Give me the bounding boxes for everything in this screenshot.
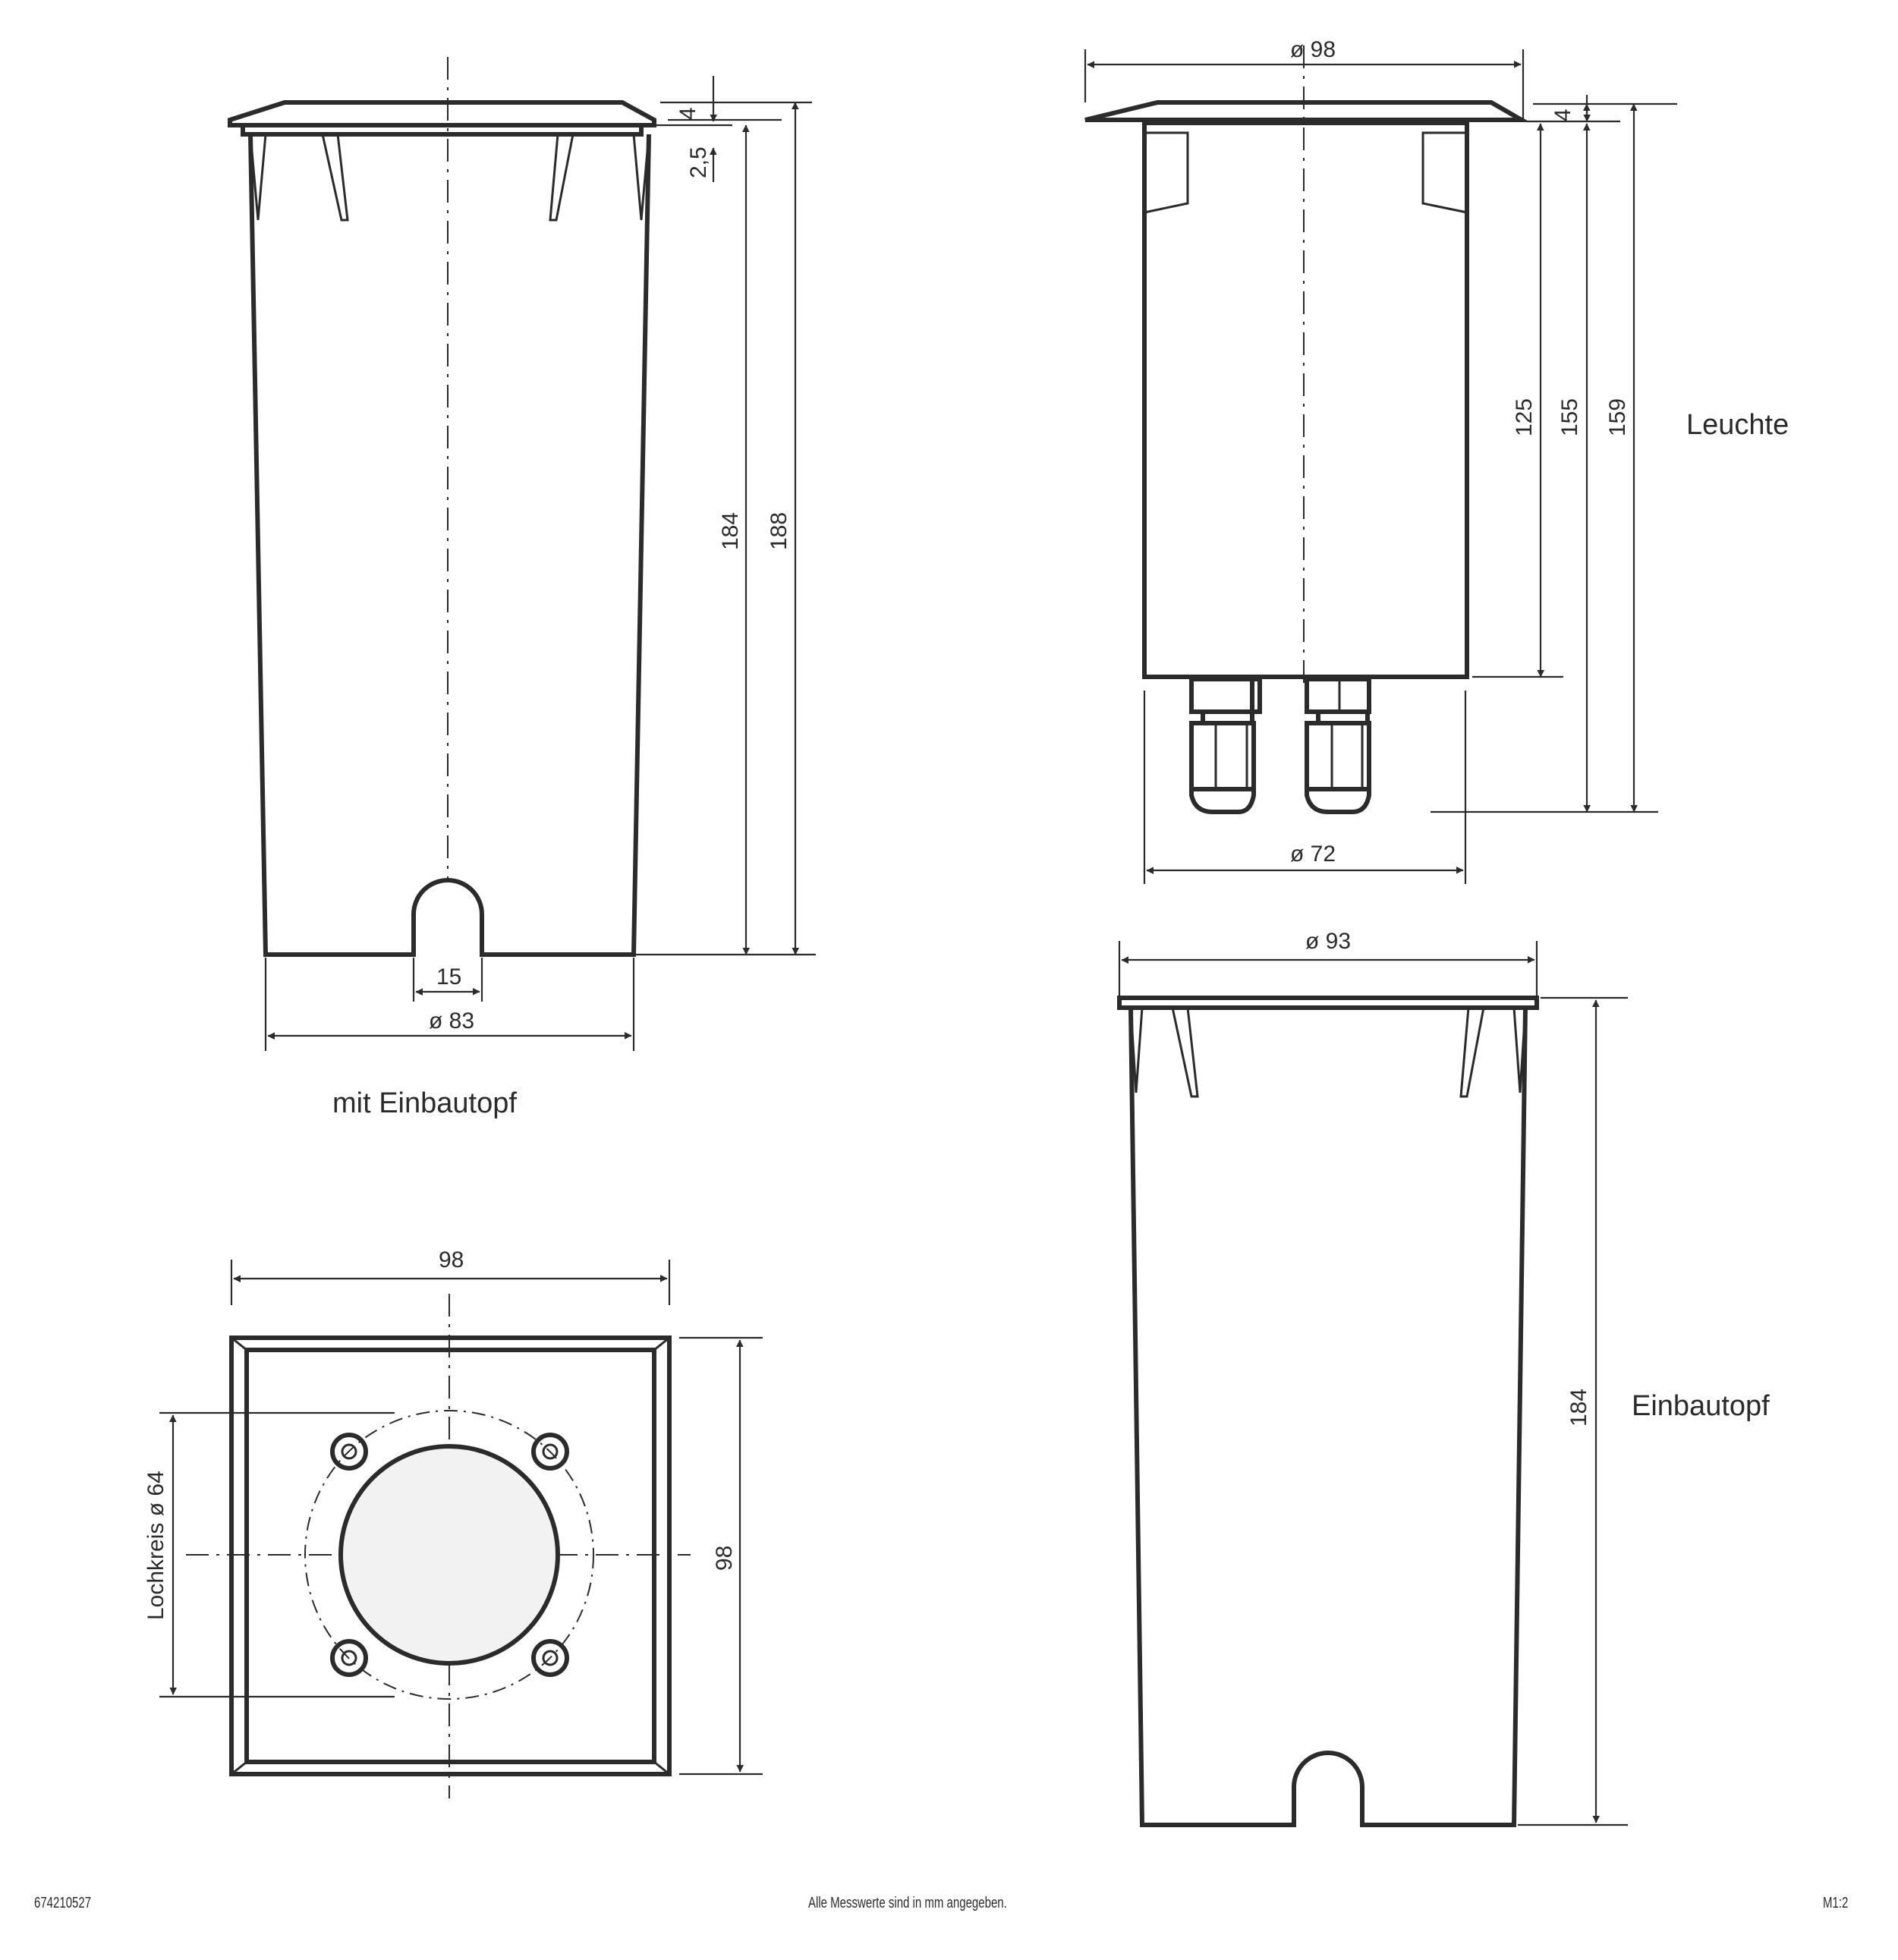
dim-o98-a: ø 98 [1290, 37, 1336, 62]
screw-holes [330, 1433, 569, 1677]
label-leuchte: Leuchte [1686, 409, 1789, 441]
dim-98-width: 98 [439, 1247, 464, 1273]
units-note: Alle Messwerte sind in mm angegeben. [808, 1895, 1007, 1911]
label-mit-einbautopf: mit Einbautopf [332, 1087, 517, 1119]
dim-184-a: 184 [718, 512, 743, 550]
dim-o83: ø 83 [429, 1008, 474, 1033]
view-mit-einbautopf: 4 2,5 184 188 15 ø 83 mit Einbautopf [228, 57, 816, 1119]
dim-lochkreis: Lochkreis ø 64 [143, 1471, 168, 1620]
dim-o72: ø 72 [1290, 842, 1336, 867]
article-number: 674210527 [34, 1895, 92, 1911]
dim-184-b: 184 [1566, 1389, 1591, 1427]
dim-o93: ø 93 [1305, 929, 1351, 954]
dim-15: 15 [436, 964, 461, 989]
dim-155: 155 [1557, 398, 1582, 436]
dim-159: 159 [1605, 398, 1630, 436]
scale-label: M1:2 [1823, 1895, 1849, 1911]
view-einbautopf: ø 93 184 Einbautopf [1117, 929, 1770, 1828]
cable-glands [1189, 677, 1371, 814]
dim-98-height: 98 [712, 1546, 737, 1571]
label-einbautopf: Einbautopf [1632, 1390, 1770, 1422]
view-leuchte: ø 98 4 125 155 159 Leuchte ø 72 [1084, 37, 1789, 884]
dim-4-a: 4 [675, 107, 700, 120]
dim-125: 125 [1512, 398, 1537, 436]
dim-2-5: 2,5 [686, 146, 711, 178]
dim-4-b: 4 [1550, 109, 1575, 121]
view-top: 98 98 Lochkreis ø 64 [143, 1247, 763, 1798]
dim-188: 188 [766, 512, 792, 550]
